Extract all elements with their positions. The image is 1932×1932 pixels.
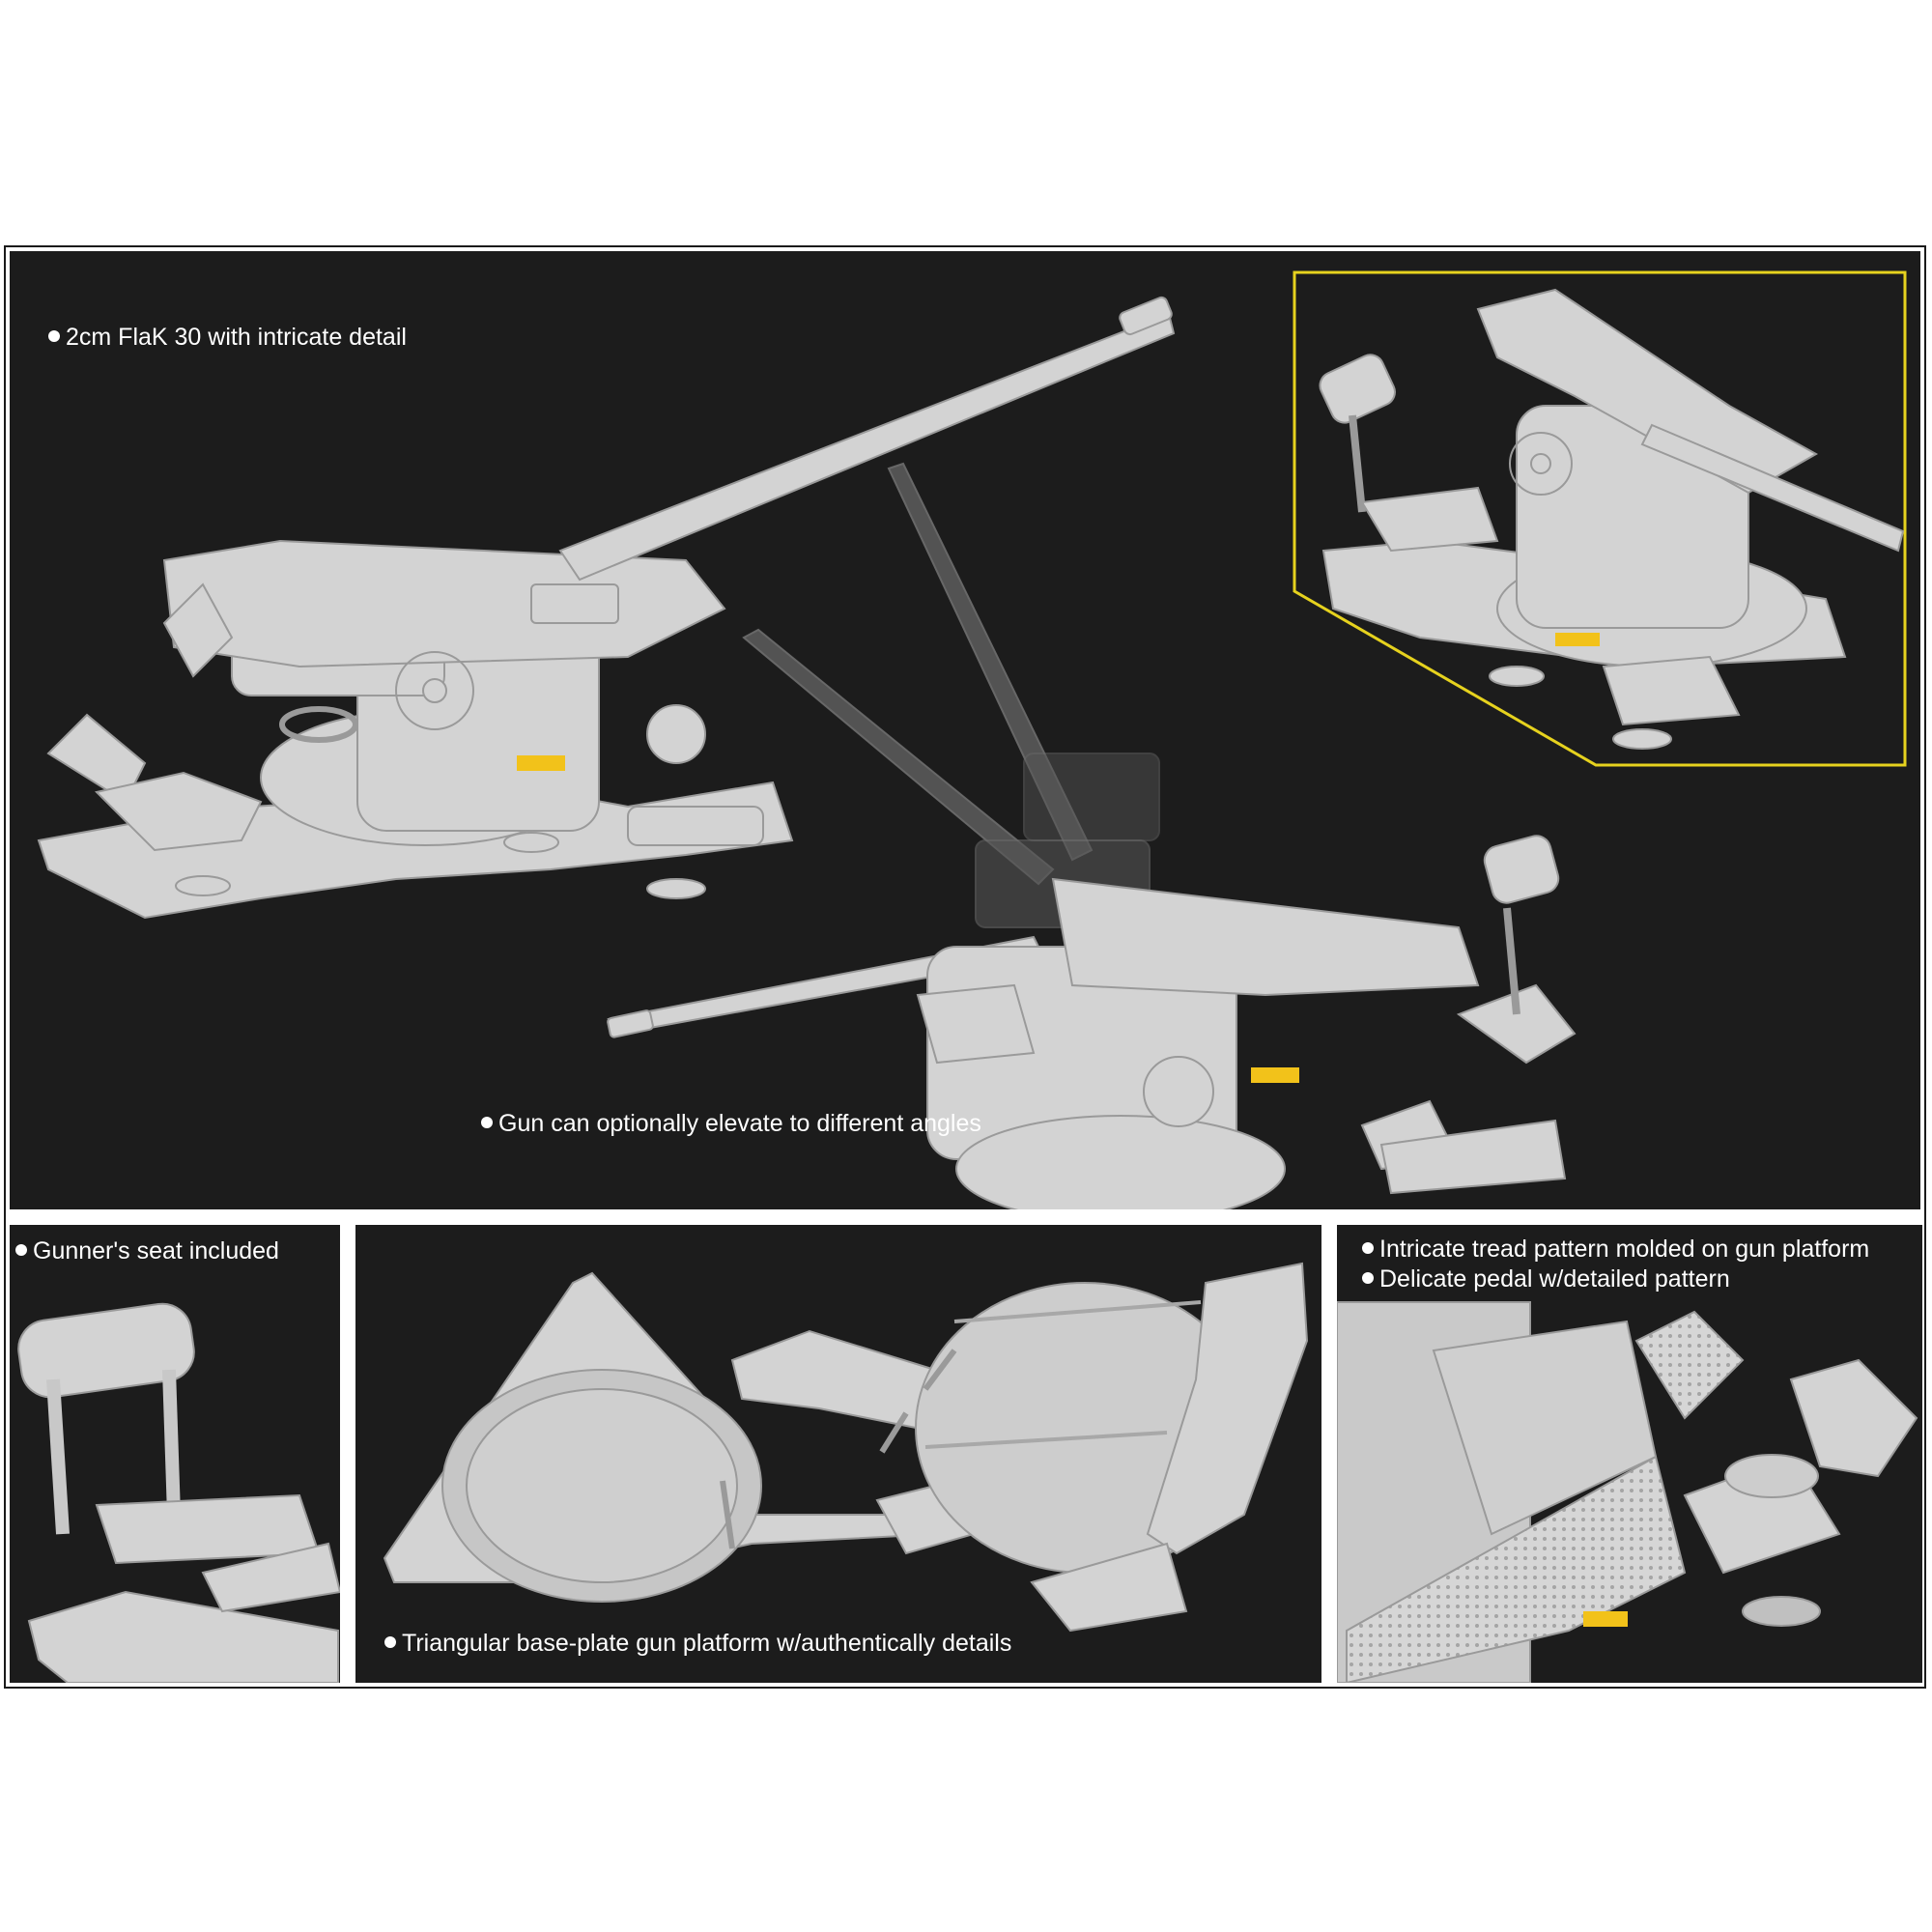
caption-intricate-detail: 2cm FlaK 30 with intricate detail bbox=[48, 323, 407, 352]
platform-detail-panel: Triangular base-plate gun platform w/aut… bbox=[355, 1225, 1321, 1683]
caption-gunner-seat: Gunner's seat included bbox=[15, 1236, 279, 1265]
caption-tread-pattern: Intricate tread pattern molded on gun pl… bbox=[1362, 1235, 1869, 1264]
bullet-dot bbox=[1362, 1272, 1374, 1284]
bullet-dot bbox=[15, 1244, 27, 1256]
caption-triangular-base-plate: Triangular base-plate gun platform w/aut… bbox=[384, 1629, 1011, 1658]
platform-topside-render bbox=[730, 1262, 1309, 1633]
flak-gun-render-center bbox=[607, 462, 1577, 1209]
main-render-illustration bbox=[37, 270, 1907, 1209]
seat-render-illustration bbox=[17, 1302, 340, 1683]
product-feature-sheet: 2cm FlaK 30 with intricate detail Gun ca… bbox=[4, 245, 1926, 1689]
tread-closeup-render bbox=[1337, 1301, 1918, 1683]
flak-gun-render-left bbox=[37, 296, 1176, 920]
main-render-panel: 2cm FlaK 30 with intricate detail Gun ca… bbox=[10, 251, 1920, 1209]
platform-render-illustration bbox=[383, 1262, 1309, 1633]
yellow-marking-tread bbox=[1583, 1611, 1628, 1627]
inset-yellow-border bbox=[1293, 270, 1907, 767]
caption-delicate-pedal: Delicate pedal w/detailed pattern bbox=[1362, 1264, 1730, 1293]
inset-gun-render bbox=[1319, 288, 1905, 750]
tread-detail-panel: Intricate tread pattern molded on gun pl… bbox=[1337, 1225, 1922, 1683]
bullet-dot bbox=[384, 1636, 396, 1648]
seat-detail-panel: Gunner's seat included bbox=[10, 1225, 340, 1683]
caption-elevate-angles: Gun can optionally elevate to different … bbox=[481, 1109, 981, 1138]
tread-render-illustration bbox=[1337, 1301, 1918, 1683]
bullet-dot bbox=[48, 330, 60, 342]
yellow-marking-inset bbox=[1555, 633, 1600, 646]
bullet-dot bbox=[1362, 1242, 1374, 1254]
platform-underside-render bbox=[383, 1271, 976, 1603]
bullet-dot bbox=[481, 1117, 493, 1128]
yellow-marking-center bbox=[1251, 1067, 1299, 1083]
yellow-marking-left bbox=[517, 755, 565, 771]
